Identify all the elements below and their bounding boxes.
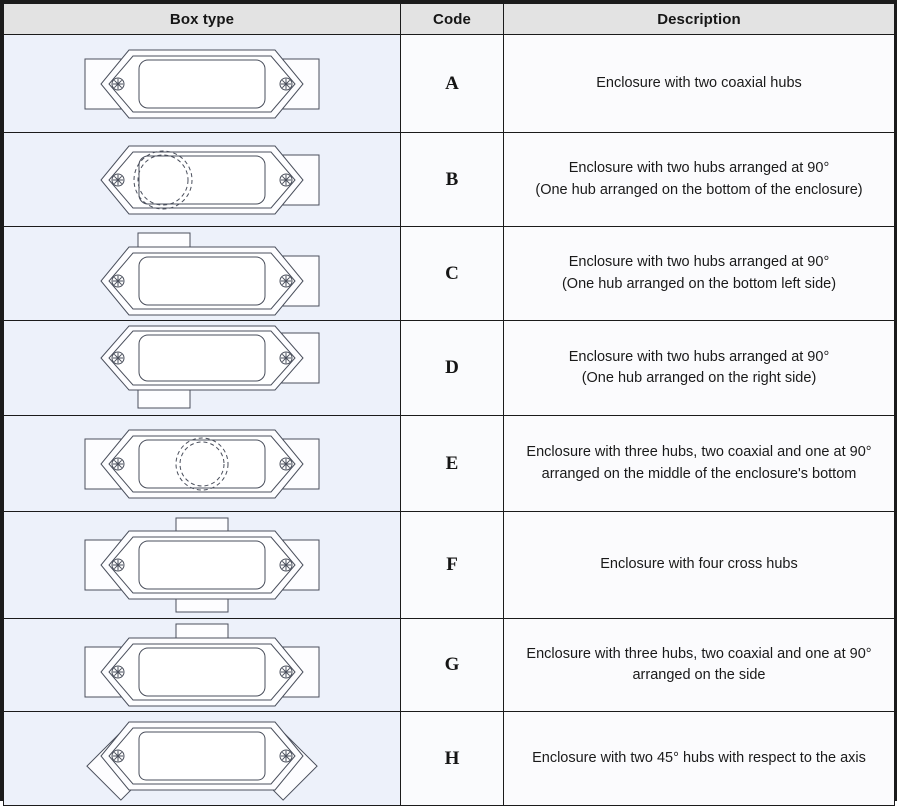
description-line: Enclosure with two coaxial hubs <box>596 74 802 91</box>
description-text: Enclosure with two hubs arranged at 90° … <box>503 320 895 416</box>
description-line: Enclosure with two hubs arranged at 90° <box>568 254 830 271</box>
description-text: Enclosure with two hubs arranged at 90° … <box>503 132 895 227</box>
table-row: D Enclosure with two hubs arranged at 90… <box>3 320 895 416</box>
enclosure-two-hubs-90-bottom-diagram <box>100 145 320 214</box>
description-line: Enclosure with two hubs arranged at 90° <box>568 160 830 177</box>
enclosure-three-hubs-middle-bottom-diagram <box>84 429 320 498</box>
description-line: arranged on the middle of the enclosure'… <box>541 465 857 482</box>
table-header-row: Box type Code Description <box>3 3 895 35</box>
table-row: G Enclosure with three hubs, two coaxial… <box>3 618 895 712</box>
description-text: Enclosure with three hubs, two coaxial a… <box>503 618 895 712</box>
code-value: H <box>400 711 504 806</box>
box-type-figure-cell <box>3 511 401 619</box>
box-type-figure-cell <box>3 618 401 712</box>
code-value: C <box>400 226 504 321</box>
enclosure-two-coaxial-hubs-diagram <box>84 49 320 118</box>
table-row: B Enclosure with two hubs arranged at 90… <box>3 132 895 227</box>
description-line: (One hub arranged on the bottom left sid… <box>561 275 837 292</box>
description-line: Enclosure with three hubs, two coaxial a… <box>526 645 872 662</box>
table-row: F Enclosure with four cross hubs <box>3 511 895 619</box>
description-line: Enclosure with two hubs arranged at 90° <box>568 348 830 365</box>
table-row: E Enclosure with three hubs, two coaxial… <box>3 415 895 512</box>
description-text: Enclosure with four cross hubs <box>503 511 895 619</box>
description-text: Enclosure with three hubs, two coaxial a… <box>503 415 895 512</box>
enclosure-four-cross-hubs-diagram <box>84 517 320 613</box>
table-body: A Enclosure with two coaxial hubs <box>3 34 895 806</box>
description-line: Enclosure with two 45° hubs with respect… <box>532 749 866 766</box>
table-header: Box type Code Description <box>3 3 895 35</box>
enclosure-two-hubs-90-bottom-left-diagram <box>100 232 320 315</box>
description-line: (One hub arranged on the bottom of the e… <box>535 181 863 198</box>
description-text: Enclosure with two 45° hubs with respect… <box>503 711 895 806</box>
column-header-description: Description <box>503 3 895 35</box>
box-type-table: Box type Code Description <box>3 3 895 806</box>
column-header-box-type: Box type <box>3 3 401 35</box>
enclosure-two-45-hubs-diagram <box>86 721 318 801</box>
box-type-figure-cell <box>3 132 401 227</box>
code-value: D <box>400 320 504 416</box>
table-row: C Enclosure with two hubs arranged at 90… <box>3 226 895 321</box>
box-type-figure-cell <box>3 711 401 806</box>
code-value: B <box>400 132 504 227</box>
box-type-figure-cell <box>3 34 401 133</box>
description-text: Enclosure with two coaxial hubs <box>503 34 895 133</box>
column-header-code: Code <box>400 3 504 35</box>
table-row: A Enclosure with two coaxial hubs <box>3 34 895 133</box>
box-type-figure-cell <box>3 226 401 321</box>
description-line: (One hub arranged on the right side) <box>581 370 817 386</box>
code-value: A <box>400 34 504 133</box>
code-value: G <box>400 618 504 712</box>
box-type-figure-cell <box>3 415 401 512</box>
enclosure-three-hubs-side-diagram <box>84 623 320 707</box>
box-type-figure-cell <box>3 320 401 416</box>
description-line: Enclosure with four cross hubs <box>600 556 798 573</box>
description-text: Enclosure with two hubs arranged at 90° … <box>503 226 895 321</box>
table-row: H Enclosure with two 45° hubs with respe… <box>3 711 895 806</box>
enclosure-two-hubs-90-right-diagram <box>100 325 320 409</box>
description-line: arranged on the side <box>632 667 766 683</box>
description-line: Enclosure with three hubs, two coaxial a… <box>526 444 872 461</box>
code-value: E <box>400 415 504 512</box>
code-value: F <box>400 511 504 619</box>
